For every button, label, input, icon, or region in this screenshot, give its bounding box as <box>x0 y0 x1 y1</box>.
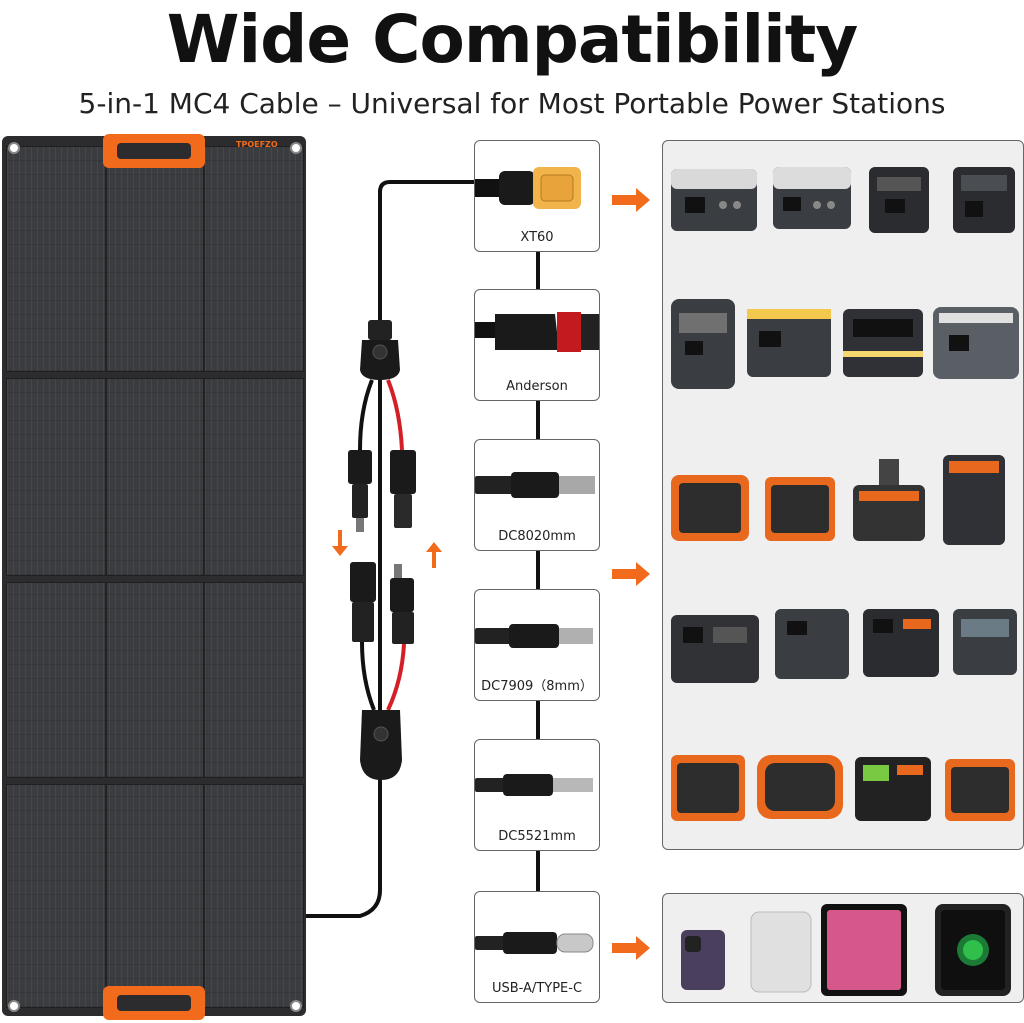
bottom-handle <box>103 986 205 1020</box>
grommet-icon <box>290 142 302 154</box>
compatible-devices <box>662 893 1024 1003</box>
power-station-icon <box>773 167 851 229</box>
connector-dc5521: DC5521mm <box>474 739 600 851</box>
charging-tablet-icon <box>935 904 1011 996</box>
power-station-icon <box>855 757 931 821</box>
dc7909-plug-icon <box>475 624 593 648</box>
power-bank-icon <box>750 911 812 993</box>
connector-usb: USB-A/TYPE-C <box>474 891 600 1003</box>
page-title: Wide Compatibility <box>166 1 859 78</box>
connector-label: DC7909（8mm） <box>481 679 593 694</box>
power-station-icon <box>853 459 925 541</box>
connector-anderson: Anderson <box>474 289 600 401</box>
connector-label: Anderson <box>506 379 568 394</box>
panel-section-4 <box>6 784 304 1008</box>
power-station-grid <box>671 167 1019 821</box>
connector-xt60: XT60 <box>474 140 600 252</box>
arrow-right-icon <box>612 188 650 212</box>
dc8020-plug-icon <box>475 472 595 498</box>
connector-dc7909: DC7909（8mm） <box>474 589 600 701</box>
solar-panel <box>2 136 306 1016</box>
anderson-plug-icon <box>475 312 599 352</box>
compatible-power-stations <box>662 140 1024 850</box>
power-station-icon <box>671 615 759 683</box>
connector-label: USB-A/TYPE-C <box>491 981 583 996</box>
power-station-icon <box>747 309 831 377</box>
power-station-icon <box>671 755 745 821</box>
phone-icon <box>681 930 725 990</box>
dc5521-plug-icon <box>475 774 593 796</box>
power-station-icon <box>765 477 835 541</box>
connector-label: DC8020mm <box>498 529 576 544</box>
arrow-right-icon <box>612 562 650 586</box>
grommet-icon <box>8 142 20 154</box>
usb-c-plug-icon <box>475 932 594 954</box>
power-station-icon <box>671 475 749 541</box>
mc4-cable-diagram <box>306 180 478 918</box>
power-station-icon <box>945 759 1015 821</box>
connector-dc8020: DC8020mm <box>474 439 600 551</box>
page-subtitle: 5-in-1 MC4 Cable – Universal for Most Po… <box>78 87 946 120</box>
grommet-icon <box>290 1000 302 1012</box>
brand-logo: TPOEFZO <box>236 140 278 149</box>
connector-label: XT60 <box>520 230 554 245</box>
device-row <box>681 904 1011 996</box>
power-station-icon <box>843 309 923 377</box>
grommet-icon <box>8 1000 20 1012</box>
xt60-plug-icon <box>475 167 581 209</box>
arrow-right-icon <box>612 936 650 960</box>
power-station-icon <box>933 307 1019 379</box>
tablet-icon <box>821 904 907 996</box>
power-station-icon <box>775 609 849 679</box>
power-station-icon <box>863 609 939 677</box>
panel-section-1 <box>6 146 304 372</box>
power-station-icon <box>953 167 1015 233</box>
power-station-icon <box>943 455 1005 545</box>
panel-section-3 <box>6 582 304 778</box>
power-station-icon <box>671 299 735 389</box>
power-station-icon <box>953 609 1017 675</box>
top-handle <box>103 134 205 168</box>
power-station-icon <box>757 755 843 819</box>
panel-section-2 <box>6 378 304 576</box>
connector-spine <box>536 250 540 895</box>
connector-label: DC5521mm <box>498 829 576 844</box>
power-station-icon <box>671 169 757 231</box>
power-station-icon <box>869 167 929 233</box>
